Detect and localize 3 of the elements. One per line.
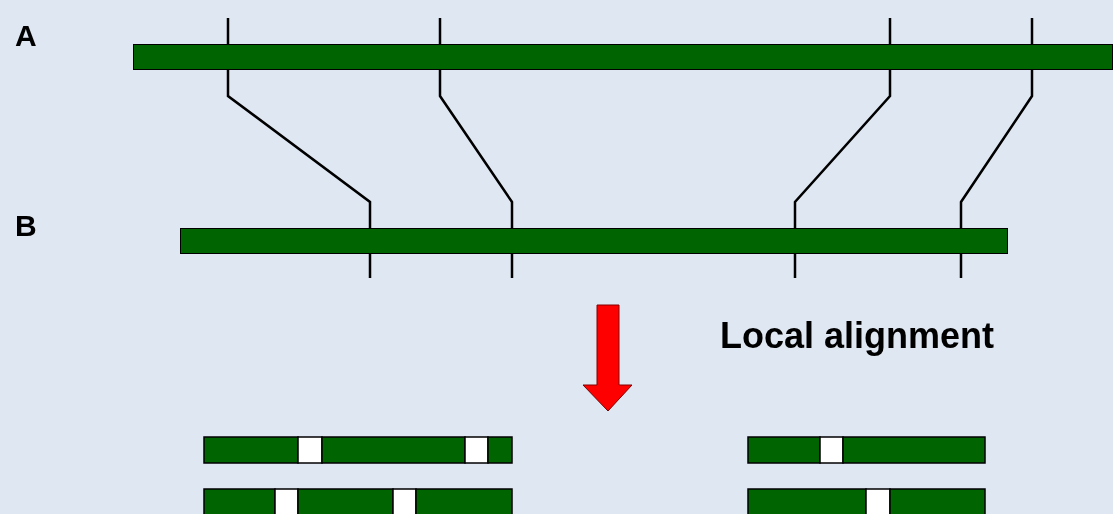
caption-text: Local alignment xyxy=(720,316,995,356)
sequence-label: B xyxy=(15,211,37,241)
sequence-label: A xyxy=(15,21,37,51)
